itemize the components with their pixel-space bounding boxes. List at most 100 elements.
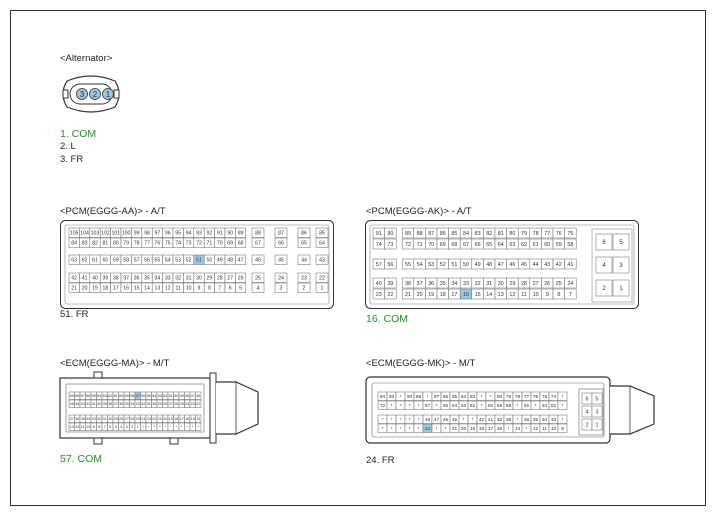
ecm-mk-pin: 16	[494, 423, 505, 433]
pin-label: 26	[130, 417, 134, 421]
ecm-mk-pin: 9	[557, 423, 568, 433]
pin-label: 93	[389, 394, 395, 400]
pin-label: 79	[506, 394, 512, 400]
ecm-mk-pin: *	[377, 423, 388, 433]
pin-label: *	[490, 394, 492, 400]
pcm-aa-pin: 31	[183, 272, 195, 283]
pcm-ak-pin: 45	[517, 258, 531, 270]
pin-label: 48	[425, 417, 431, 423]
ecm-ma-pin: 24	[184, 399, 191, 408]
pin-cell	[315, 272, 329, 283]
pin-label: 55	[155, 258, 161, 264]
pin-label: 60	[103, 258, 109, 264]
pin-label: 56	[141, 394, 145, 398]
pin-label: 66	[278, 241, 284, 247]
pin-label: 89	[238, 231, 244, 237]
pin-label: 61	[92, 258, 98, 264]
pin-label: 53	[175, 258, 181, 264]
pin-label: 13	[70, 425, 74, 429]
ecm-ma-pin: *	[195, 422, 202, 431]
ecm-ma-pin: 60	[118, 391, 125, 400]
ecm-mk-pin: *	[395, 391, 406, 401]
pin-label: 36	[134, 276, 140, 282]
pin-label: 53	[158, 394, 162, 398]
pin-label: 35	[533, 417, 539, 423]
pin-cell	[564, 277, 577, 289]
pin-label: 27	[125, 417, 129, 421]
pin-label: 67	[425, 403, 431, 409]
pin-label: 50	[174, 394, 178, 398]
pcm-aa-pin: 34	[151, 272, 163, 283]
pcm-aa-pin: 101	[110, 227, 122, 238]
pin-label: *	[192, 425, 194, 429]
pin-label: 24	[185, 402, 189, 406]
pcm-aa-pin: 103	[89, 227, 101, 238]
pin-label: 93	[196, 231, 202, 237]
ecm-mk-pin: *	[377, 414, 388, 424]
pin-label: 45	[521, 262, 527, 268]
diagram-frame	[10, 10, 706, 506]
pin-label: 2	[602, 286, 606, 292]
pin-label: 67	[255, 241, 261, 247]
pin-label: 34	[86, 417, 90, 421]
pin-cell	[297, 282, 311, 293]
pin-label: 63	[461, 403, 467, 409]
ecm-mk-pin: 20	[458, 423, 469, 433]
pin-cell	[195, 414, 202, 423]
pin-cell	[274, 254, 288, 265]
pin-cell	[297, 237, 311, 248]
pcm-aa-pin: 41	[79, 272, 91, 283]
ecm-ma-pin: *	[173, 422, 180, 431]
pcm-aa-pin: 99	[131, 227, 143, 238]
pin-label: 5	[619, 240, 623, 246]
pin-label: 60	[488, 403, 494, 409]
pcm-aa-pin: 93	[193, 227, 205, 238]
ecm-mk-pin: 65	[440, 400, 451, 410]
ecm-mk-pin: 62	[467, 400, 478, 410]
pcm-aa-title: <PCM(EGGG-AA)> - A/T	[60, 206, 166, 217]
ecm-ma-title: <ECM(EGGG-MA)> - M/T	[60, 358, 170, 369]
ecm-ma-pin: 19	[167, 414, 174, 423]
pin-label: 49	[180, 394, 184, 398]
alternator-right-clip	[113, 89, 120, 99]
pcm-aa-pin: 2	[297, 282, 311, 293]
pcm-ak-pin: 20	[413, 288, 426, 300]
pcm-aa-pin-note: 51. FR	[60, 309, 89, 320]
ecm-mk-pin: 10	[548, 423, 559, 433]
pin-label: *	[517, 417, 519, 423]
pin-label: 37	[114, 402, 118, 406]
pin-label: *	[391, 403, 393, 409]
pcm-ak-pin: 15	[471, 288, 484, 300]
ecm-ma-pin: 34	[129, 399, 136, 408]
pin-label: 16	[463, 292, 469, 298]
pin-label: 12	[533, 426, 539, 432]
ecm-ma-pin: 65	[90, 391, 97, 400]
pcm-ak-pin: 23	[372, 288, 385, 300]
pcm-ak-pin: 39	[384, 277, 397, 289]
ecm-ma-pin: 27	[167, 399, 174, 408]
pin-label: 27	[227, 276, 233, 282]
ecm-mk-pin: 72	[377, 400, 388, 410]
ecm-mk-pin: 39	[503, 414, 514, 424]
pin-label: 74	[551, 394, 557, 400]
pin-label: 25	[136, 417, 140, 421]
pin-label: 60	[119, 394, 123, 398]
pin-cell	[235, 254, 247, 265]
pin-label: 56	[524, 403, 530, 409]
pcm-ak-pin: 35	[436, 277, 449, 289]
ecm-mk-pin: 53	[539, 400, 550, 410]
pcm-ak-pin: 57	[372, 258, 385, 270]
pcm-aa-pin: 105	[68, 227, 80, 238]
pin-label: 52	[186, 258, 192, 264]
ecm-mk-pin: 58	[503, 400, 514, 410]
ecm-ma-pin: 4	[118, 422, 125, 431]
pcm-ak-pin: 9	[541, 288, 554, 300]
pcm-ak-pin: 3	[612, 256, 630, 274]
pcm-aa-pin: 46	[251, 254, 265, 265]
pin-label: 97	[155, 231, 161, 237]
pcm-ak-pin: 80	[506, 227, 519, 239]
pin-label: 70	[428, 242, 434, 248]
ecm-ma-pin: 25	[134, 414, 141, 423]
pin-label: 11	[81, 425, 85, 429]
pcm-aa-pin: 37	[120, 272, 132, 283]
